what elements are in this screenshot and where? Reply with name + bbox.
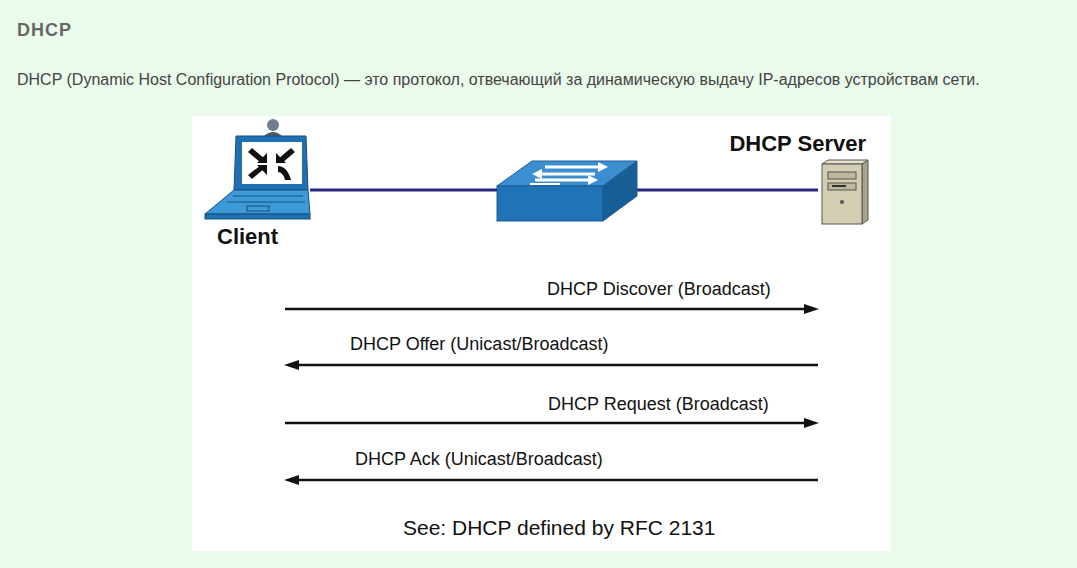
message-label: DHCP Discover (Broadcast) — [547, 279, 771, 300]
figure-caption: See: DHCP defined by RFC 2131 — [403, 516, 715, 540]
device-icon — [205, 118, 310, 220]
message-label: DHCP Request (Broadcast) — [548, 394, 769, 415]
arrow-line — [297, 479, 818, 482]
definition-text: DHCP (Dynamic Host Configuration Protoco… — [17, 71, 980, 89]
device-label: Client — [217, 224, 278, 250]
webcam-figure — [263, 119, 283, 137]
arrow-head — [284, 475, 299, 485]
drive-bay — [828, 172, 856, 179]
screen-glass — [242, 142, 302, 184]
drive-bay — [828, 183, 856, 190]
server-box: DHCP Server — [818, 160, 870, 226]
laptop-screen — [234, 136, 308, 190]
device-label: DHCP Server — [729, 131, 866, 157]
server-front — [822, 164, 862, 224]
section-title: DHCP — [17, 20, 72, 41]
arrow-head — [804, 304, 819, 314]
arrow-head — [804, 418, 819, 428]
client-laptop: Client — [205, 118, 310, 253]
laptop-base — [205, 190, 310, 214]
drive-slot — [832, 185, 846, 187]
switch-front — [497, 186, 603, 221]
switch-side — [603, 161, 637, 221]
arrow-line — [285, 422, 806, 425]
message-label: DHCP Offer (Unicast/Broadcast) — [350, 334, 608, 355]
server-side — [862, 160, 868, 224]
screen-arrows-icon — [248, 148, 295, 180]
power-button — [840, 200, 844, 204]
server-top — [822, 160, 868, 164]
arrow-head — [284, 360, 299, 370]
message-arrows — [284, 304, 819, 485]
arrow-line — [297, 364, 818, 367]
laptop-keys — [227, 196, 305, 211]
laptop-edge — [205, 214, 310, 219]
device-icon — [818, 160, 870, 226]
network-switch — [497, 161, 637, 221]
arrow-line — [285, 308, 806, 311]
switch-arrows — [530, 162, 608, 185]
message-label: DHCP Ack (Unicast/Broadcast) — [355, 449, 603, 470]
